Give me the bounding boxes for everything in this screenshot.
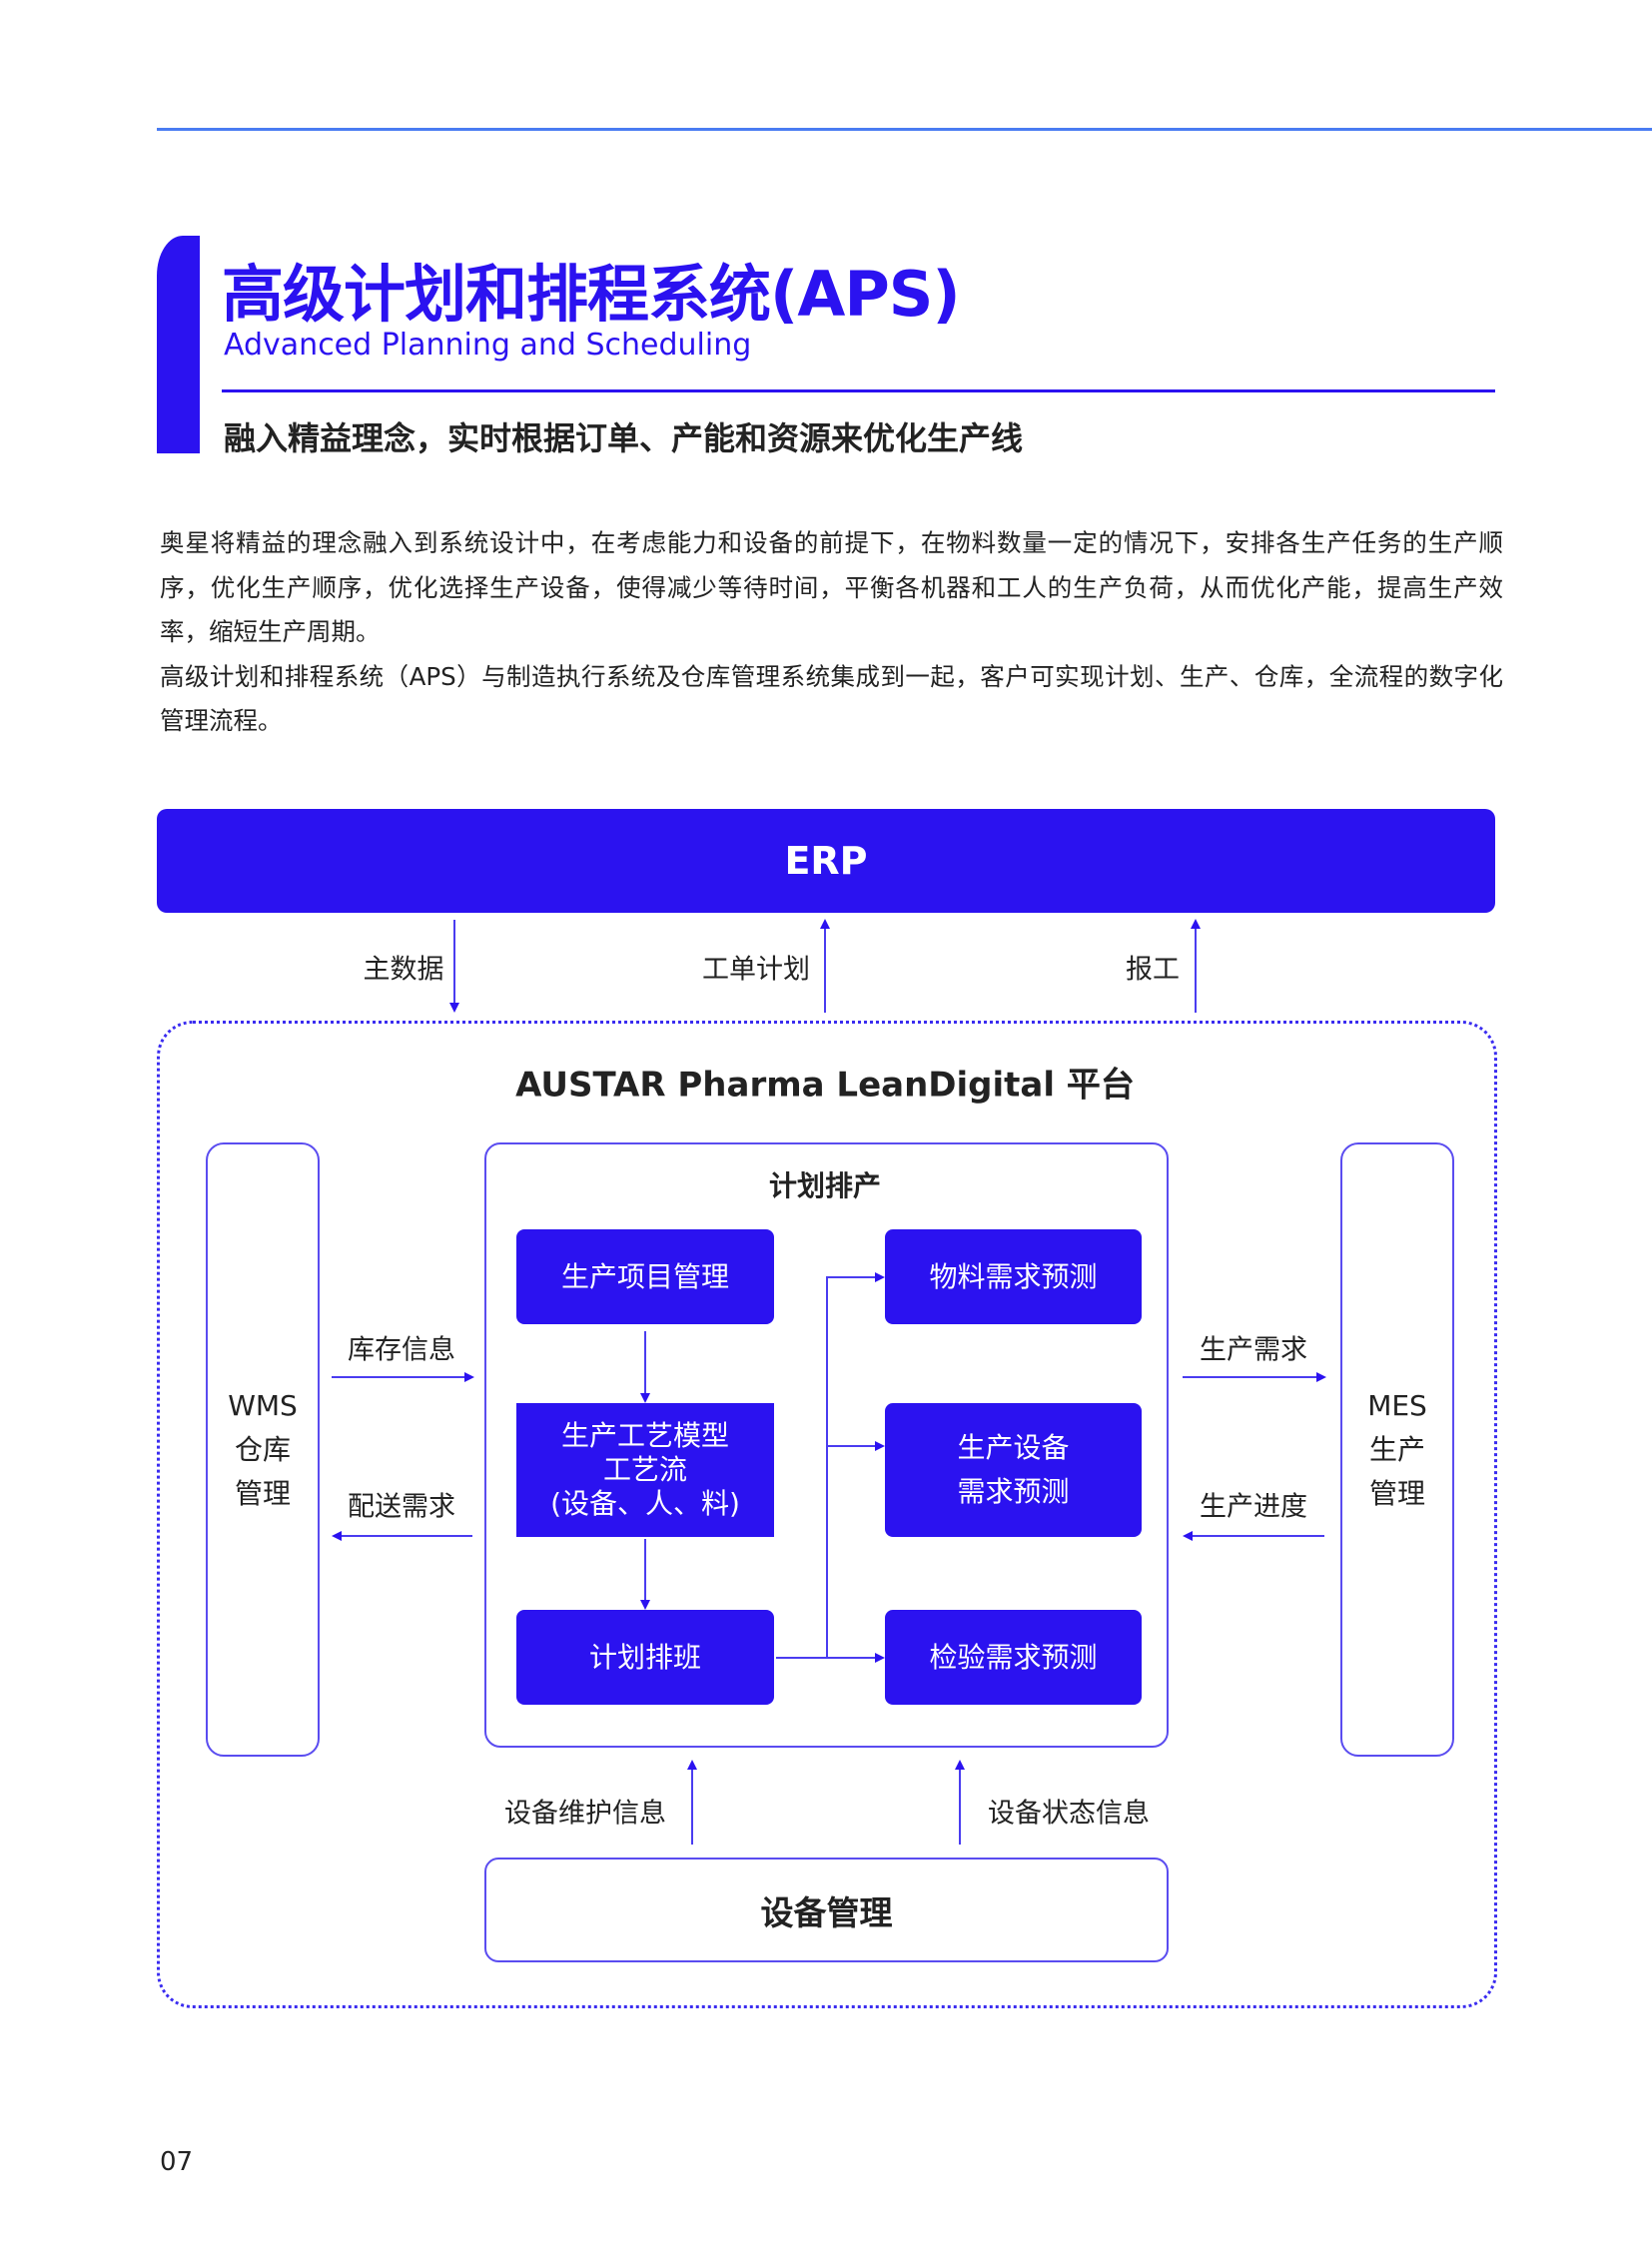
page-number: 07 [160, 2147, 194, 2177]
label-inventory: 库存信息 [348, 1334, 455, 1366]
node-label: (设备、人、料) [550, 1487, 740, 1520]
platform-frame [157, 1021, 1497, 2008]
page-title: 高级计划和排程系统(APS) [222, 258, 961, 331]
mes-label: 管理 [1368, 1476, 1425, 1510]
equipment-mgmt-box: 设备管理 [484, 1858, 1169, 1962]
node-equipment-forecast: 生产设备 需求预测 [885, 1403, 1142, 1537]
wms-label: WMS [228, 1388, 298, 1422]
paragraph: 奥星将精益的理念融入到系统设计中，在考虑能力和设备的前提下，在物料数量一定的情况… [160, 528, 1503, 647]
intro-text: 奥星将精益的理念融入到系统设计中，在考虑能力和设备的前提下，在物料数量一定的情况… [160, 521, 1503, 744]
mes-box: MES 生产 管理 [1340, 1142, 1454, 1757]
top-rule [157, 128, 1652, 131]
node-inspection-forecast: 检验需求预测 [885, 1610, 1142, 1705]
node-label: 计划排班 [588, 1640, 701, 1674]
erp-box: ERP [157, 809, 1495, 913]
tagline: 融入精益理念，实时根据订单、产能和资源来优化生产线 [224, 419, 1024, 457]
planning-title: 计划排产 [768, 1169, 882, 1202]
node-project-mgmt: 生产项目管理 [516, 1229, 774, 1324]
label-report: 报工 [1126, 954, 1180, 986]
label-master-data: 主数据 [363, 954, 444, 986]
planning-box [484, 1142, 1169, 1748]
node-material-forecast: 物料需求预测 [885, 1229, 1142, 1324]
page-subtitle: Advanced Planning and Scheduling [224, 328, 752, 363]
mes-label: MES [1367, 1388, 1427, 1422]
node-process-model: 生产工艺模型 工艺流 (设备、人、料) [516, 1403, 774, 1537]
node-label: 检验需求预测 [929, 1640, 1098, 1674]
label-prod-demand: 生产需求 [1200, 1334, 1307, 1366]
accent-bar [157, 236, 200, 453]
label-status: 设备状态信息 [988, 1798, 1150, 1830]
node-label: 生产设备 [957, 1431, 1070, 1464]
node-label: 工艺流 [602, 1453, 687, 1486]
node-scheduling: 计划排班 [516, 1610, 774, 1705]
mes-label: 生产 [1368, 1432, 1425, 1466]
paragraph: 高级计划和排程系统（APS）与制造执行系统及仓库管理系统集成到一起，客户可实现计… [160, 661, 1503, 736]
connector [776, 1272, 885, 1659]
platform-title: AUSTAR Pharma LeanDigital 平台 [515, 1065, 1135, 1106]
node-label: 需求预测 [957, 1475, 1070, 1508]
label-prod-progress: 生产进度 [1200, 1491, 1307, 1523]
node-label: 物料需求预测 [929, 1259, 1098, 1293]
wms-box: WMS 仓库 管理 [206, 1142, 320, 1757]
wms-label: 仓库 [234, 1432, 291, 1466]
wms-label: 管理 [234, 1476, 291, 1510]
title-divider [222, 389, 1495, 392]
node-label: 生产项目管理 [560, 1259, 729, 1293]
node-label: 生产工艺模型 [560, 1419, 729, 1452]
label-work-order: 工单计划 [702, 954, 810, 986]
label-maintenance: 设备维护信息 [504, 1798, 666, 1830]
label-delivery: 配送需求 [348, 1491, 455, 1523]
